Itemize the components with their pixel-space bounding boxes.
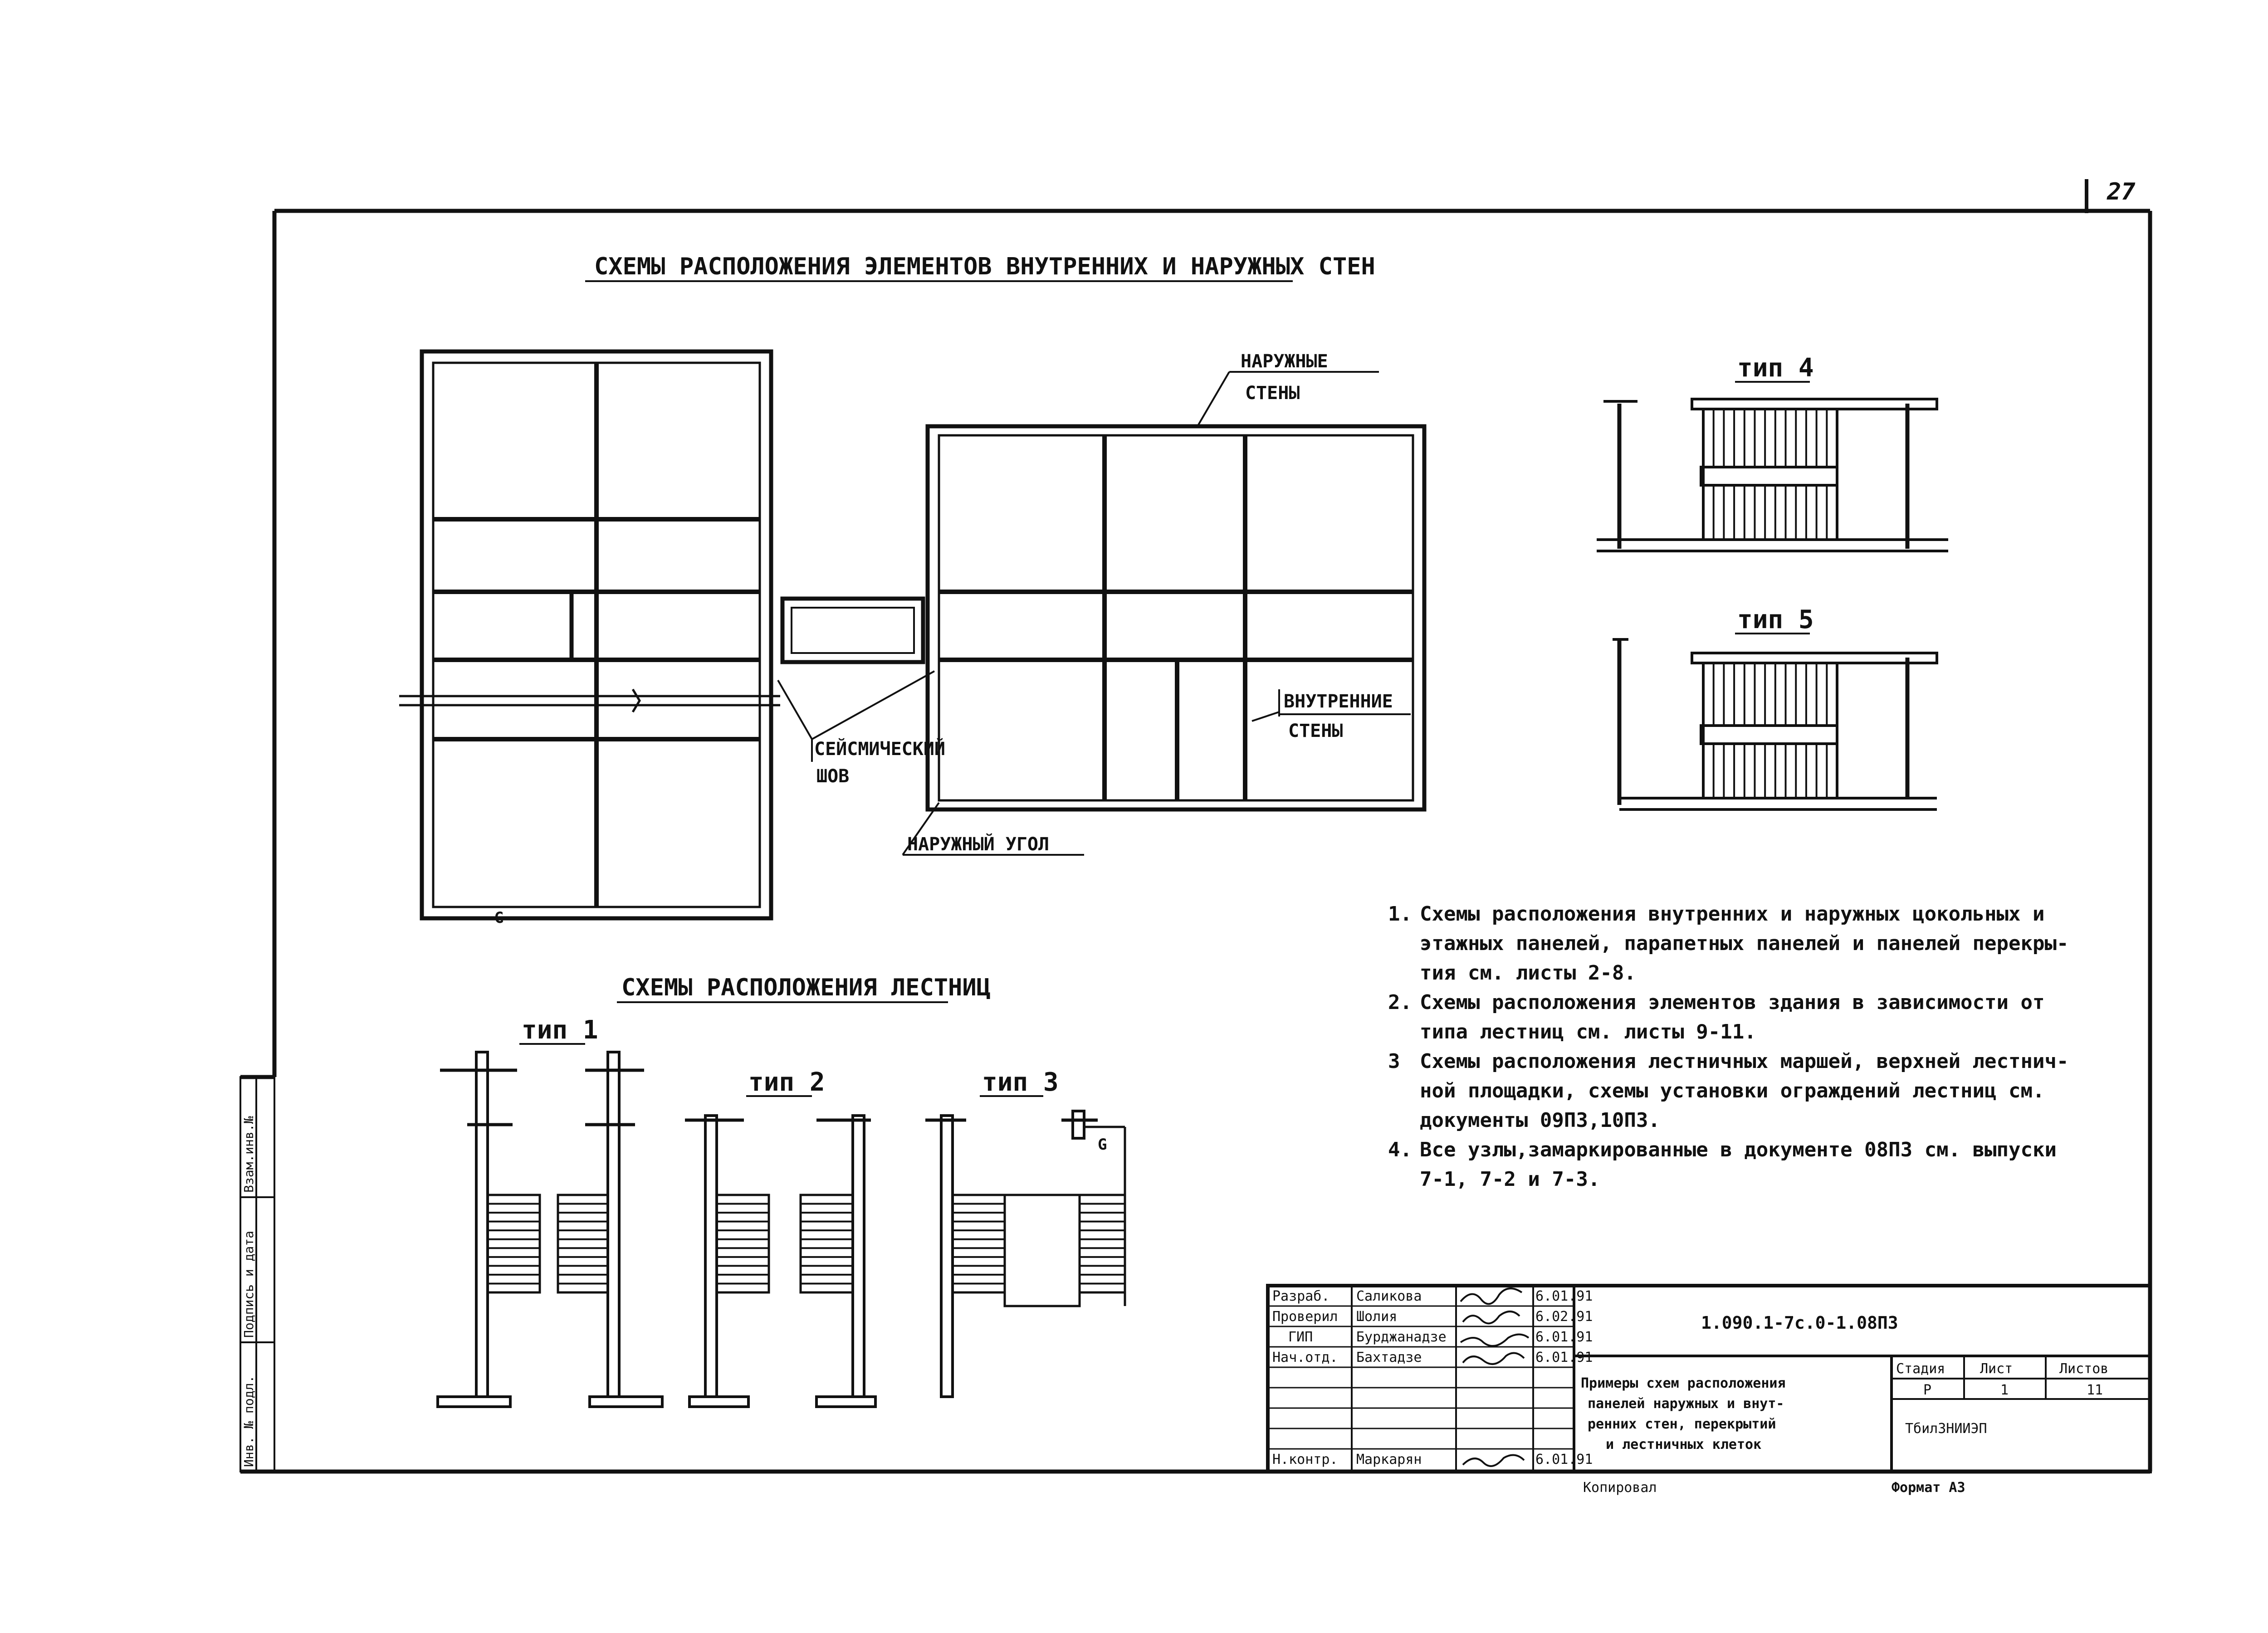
tb-date-4: 6.01.91 [1535,1350,1593,1365]
inner-walls-label-2: СТЕНЫ [1288,721,1343,741]
outer-walls-label-1: НАРУЖНЫЕ [1241,351,1328,372]
stage-value: Р [1923,1382,1931,1398]
tb-role-3: ГИП [1288,1329,1313,1345]
tb-role-5: Н.контр. [1272,1452,1338,1467]
description-line-2: панелей наружных и внут- [1588,1396,1784,1412]
stair-type-5-label: тип 5 [1737,605,1814,634]
type3-treads-right [1080,1203,1125,1285]
tb-date-5: 6.01.91 [1535,1452,1593,1467]
description-line-1: Примеры схем расположения [1581,1375,1786,1391]
note-3-line-3: документы 09ПЗ,10ПЗ. [1420,1109,1660,1132]
side-stamp [240,1076,275,1472]
tb-role-2: Проверил [1272,1309,1338,1325]
seismic-joint-block [780,596,925,664]
note-4-line-1: Все узлы,замаркированные в документе 08П… [1420,1138,2057,1161]
left-building-plan [399,349,780,921]
tb-date-3: 6.01.91 [1535,1329,1593,1345]
tb-name-3: Бурджанадзе [1356,1329,1447,1345]
type4-treads-bottom [1712,485,1828,540]
sheets-value: 11 [2087,1382,2103,1398]
footer-copied: Копировал [1583,1480,1657,1496]
stair-type-5 [1613,638,1938,811]
footer-format: Формат А3 [1892,1480,1965,1496]
title-block [1266,1284,2152,1473]
seismic-label-2: ШОВ [816,766,849,787]
mark-g-stairs: G [1098,1136,1107,1154]
signatures [1460,1287,1530,1467]
note-3-num: 3 [1388,1050,1400,1073]
outer-corner-label: НАРУЖНЫЙ УГОЛ [907,833,1049,855]
type1-treads-right [558,1203,608,1285]
note-3-line-1: Схемы расположения лестничных маршей, ве… [1420,1050,2068,1073]
sheets-header: Листов [2059,1361,2108,1377]
stair-type-3-label: тип 3 [982,1068,1059,1097]
stair-type-4-label: тип 4 [1737,353,1814,383]
tb-name-4: Бахтадзе [1356,1350,1422,1365]
note-1-line-3: тия см. листы 2-8. [1420,961,1636,985]
side-stamp-replace: Взам.инв.№ [241,1116,256,1193]
stair-type-1 [436,1051,664,1408]
outer-walls-label-2: СТЕНЫ [1245,383,1300,404]
note-1-num: 1. [1388,902,1412,926]
doc-code: 1.090.1-7с.0-1.08ПЗ [1701,1313,1898,1333]
leader-lines [777,371,1411,856]
walls-section-title: СХЕМЫ РАСПОЛОЖЕНИЯ ЭЛЕМЕНТОВ ВНУТРЕННИХ … [594,253,1375,280]
notes-list: 1. Схемы расположения внутренних и наруж… [1388,902,2068,1191]
type5-treads-bottom [1712,744,1828,798]
tb-role-1: Разраб. [1272,1288,1330,1304]
stair-type-3 [925,1110,1126,1398]
tb-name-1: Саликова [1356,1288,1422,1304]
note-1-line-2: этажных панелей, парапетных панелей и па… [1420,932,2068,955]
seismic-label-1: СЕЙСМИЧЕСКИЙ [814,738,945,760]
description-line-3: ренних стен, перекрытий [1588,1416,1776,1432]
tb-date-1: 6.01.91 [1535,1288,1593,1304]
tb-date-2: 6.02.91 [1535,1309,1593,1325]
tb-name-5: Маркарян [1356,1452,1422,1467]
note-4-num: 4. [1388,1138,1412,1161]
page-number: 27 [2107,178,2136,205]
sheet-header: Лист [1980,1361,2013,1377]
stair-type-2-label: тип 2 [748,1068,825,1097]
type3-treads-left [953,1203,1005,1285]
right-building-plan [925,424,1427,812]
note-2-num: 2. [1388,991,1412,1014]
note-4-line-2: 7-1, 7-2 и 7-3. [1420,1168,1600,1191]
note-2-line-2: типа лестниц см. листы 9-11. [1420,1020,1756,1043]
mark-g-walls: G [494,909,503,927]
type2-treads-right [801,1203,853,1285]
note-3-line-2: ной площадки, схемы установки ограждений… [1420,1079,2045,1102]
side-stamp-inv: Инв. № подл. [241,1375,256,1467]
inner-walls-label-1: ВНУТРЕННИЕ [1284,691,1393,712]
type1-treads-left [488,1203,540,1285]
type2-treads-left [717,1203,769,1285]
stairs-section-title: СХЕМЫ РАСПОЛОЖЕНИЯ ЛЕСТНИЦ [621,974,991,1001]
type5-treads-top [1712,663,1828,726]
stage-header: Стадия [1896,1361,1945,1377]
note-1-line-1: Схемы расположения внутренних и наружных… [1420,902,2045,926]
type4-treads-top [1712,409,1828,467]
tb-role-4: Нач.отд. [1272,1350,1338,1365]
description-line-4: и лестничных клеток [1606,1437,1761,1453]
stair-type-4 [1597,398,1948,552]
side-stamp-sign: Подпись и дата [241,1231,256,1338]
note-2-line-1: Схемы расположения элементов здания в за… [1420,991,2045,1014]
tb-name-2: Шолия [1356,1309,1397,1325]
stair-type-1-label: тип 1 [522,1015,598,1045]
organization: ТбилЗНИИЭП [1905,1421,1987,1437]
sheet-value: 1 [2000,1382,2009,1398]
